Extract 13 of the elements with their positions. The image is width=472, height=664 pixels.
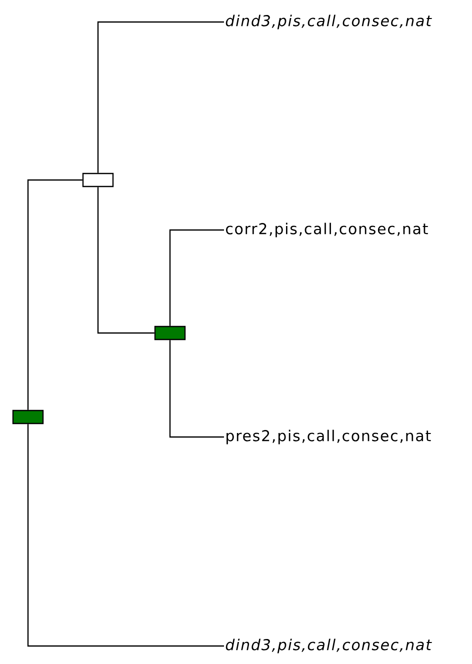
leaf-label: pres2,pis,call,consec,nat	[226, 430, 431, 444]
cluster-marker	[154, 326, 186, 340]
tree-branch	[169, 340, 224, 438]
tree-branch	[27, 179, 82, 410]
cluster-marker	[12, 410, 44, 424]
tree-branch	[169, 229, 224, 326]
leaf-label: dind3,pis,call,consec,nat	[226, 14, 432, 30]
tree-branch	[97, 187, 154, 334]
leaf-label: dind3,pis,call,consec,nat	[226, 638, 432, 654]
tree-branch	[27, 424, 224, 647]
cluster-marker	[82, 172, 114, 188]
leaf-label: corr2,pis,call,consec,nat	[226, 222, 428, 238]
tree-branch	[97, 21, 224, 173]
